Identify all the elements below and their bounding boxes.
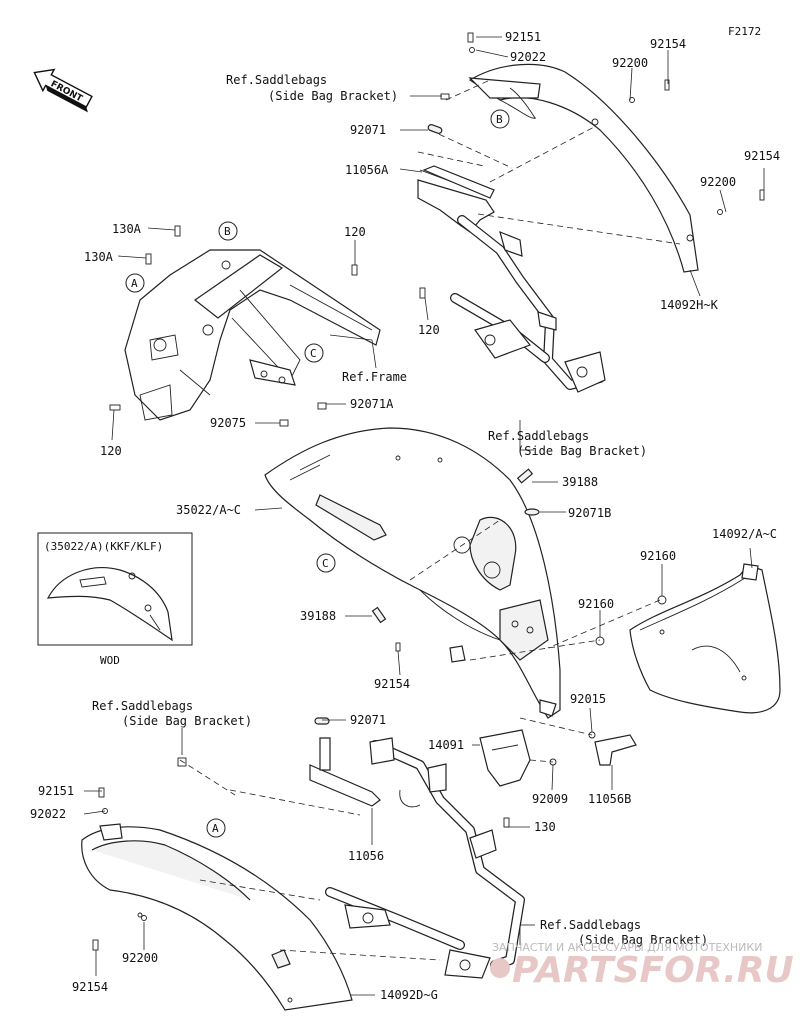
side-cover-left: [81, 823, 353, 1011]
label-39188-left: 39188: [300, 609, 336, 623]
ref-saddlebags-bottom-2: (Side Bag Bracket): [578, 933, 708, 947]
label-92160-2: 92160: [578, 597, 614, 611]
label-92009: 92009: [532, 792, 568, 806]
bracket-11056a: [417, 124, 495, 233]
label-120-top: 120: [344, 225, 366, 239]
label-14092dg: 14092D~G: [380, 988, 438, 1002]
front-arrow-icon: FRONT: [33, 68, 93, 113]
side-cover-right: [629, 563, 781, 714]
label-130: 130: [534, 820, 556, 834]
callout-b-top: B: [490, 109, 510, 129]
label-92151-top: 92151: [505, 30, 541, 44]
label-92151-bottom: 92151: [38, 784, 74, 798]
bracket-11056b: [594, 734, 637, 766]
svg-text:C: C: [322, 557, 329, 570]
label-92022-top: 92022: [510, 50, 546, 64]
label-14092ac: 14092/A~C: [712, 527, 777, 541]
ref-saddlebags-bottom-1: Ref.Saddlebags: [540, 918, 641, 932]
svg-text:A: A: [131, 277, 138, 290]
wod-label: WOD: [100, 654, 120, 667]
label-39188-right: 39188: [562, 475, 598, 489]
watermark-brand: PARTSFOR.RU: [512, 950, 794, 991]
ref-frame: Ref.Frame: [342, 370, 407, 384]
label-92200-top: 92200: [612, 56, 648, 70]
wod-inset: (35022/A)(KKF/KLF) WOD: [37, 532, 193, 667]
part-labels: 92151 92022 92154 92200 Ref.Saddlebags (…: [30, 30, 780, 1002]
label-92200-bottom: 92200: [122, 951, 158, 965]
label-92154-top: 92154: [650, 37, 686, 51]
callout-c-fender: C: [316, 553, 336, 573]
callout-a-lower: A: [206, 818, 226, 838]
label-92071-bottom: 92071: [350, 713, 386, 727]
label-92071-top: 92071: [350, 123, 386, 137]
watermark-logo-icon: PARTSFOR.RU: [490, 950, 794, 991]
label-120-left: 120: [100, 444, 122, 458]
ref-saddlebags-top-1: Ref.Saddlebags: [226, 73, 327, 87]
label-120-mid: 120: [418, 323, 440, 337]
leader-lines: [83, 36, 765, 996]
wod-caption: (35022/A)(KKF/KLF): [44, 540, 163, 553]
watermark-tagline: ЗАПЧАСТИ И АКСЕССУАРЫ ДЛЯ МОТОТЕХНИКИ: [492, 941, 762, 954]
svg-text:B: B: [224, 225, 231, 238]
label-130a-1: 130A: [112, 222, 142, 236]
svg-text:B: B: [496, 113, 503, 126]
label-14091: 14091: [428, 738, 464, 752]
label-92071a: 92071A: [350, 397, 394, 411]
label-92071b: 92071B: [568, 506, 611, 520]
callout-b-frame: B: [218, 221, 238, 241]
label-92015: 92015: [570, 692, 606, 706]
label-35022: 35022/A~C: [176, 503, 241, 517]
ref-saddlebags-low-2: (Side Bag Bracket): [122, 714, 252, 728]
callout-c-frame: C: [304, 343, 324, 363]
label-92154-bottom: 92154: [72, 980, 108, 994]
label-92022-bottom: 92022: [30, 807, 66, 821]
label-92154-mid: 92154: [374, 677, 410, 691]
label-92075: 92075: [210, 416, 246, 430]
svg-text:C: C: [310, 347, 317, 360]
fasteners: [92, 32, 765, 951]
label-130a-2: 130A: [84, 250, 114, 264]
rear-rail-upper: [468, 63, 699, 273]
figure-code: F2172: [728, 25, 761, 38]
rear-fender: [264, 427, 561, 719]
svg-text:A: A: [212, 822, 219, 835]
rear-frame: [124, 249, 381, 421]
ref-saddlebags-top-2: (Side Bag Bracket): [268, 89, 398, 103]
ref-saddlebags-low-1: Ref.Saddlebags: [92, 699, 193, 713]
label-92200-right: 92200: [700, 175, 736, 189]
label-11056a: 11056A: [345, 163, 389, 177]
watermark: ЗАПЧАСТИ И АКСЕССУАРЫ ДЛЯ МОТОТЕХНИКИ PA…: [490, 941, 794, 991]
label-92160-1: 92160: [640, 549, 676, 563]
ref-saddlebags-mid-1: Ref.Saddlebags: [488, 429, 589, 443]
label-11056: 11056: [348, 849, 384, 863]
assembly-dash-lines: [179, 79, 681, 961]
label-14092hk: 14092H~K: [660, 298, 719, 312]
callout-a-frame: A: [125, 273, 145, 293]
bracket-11056: [309, 717, 381, 807]
label-92154-right: 92154: [744, 149, 780, 163]
upper-bag-bracket: [450, 215, 606, 393]
cover-14091: [479, 729, 531, 787]
ref-saddlebags-mid-2: (Side Bag Bracket): [517, 444, 647, 458]
label-11056b: 11056B: [588, 792, 631, 806]
lower-bag-bracket: [325, 737, 525, 979]
